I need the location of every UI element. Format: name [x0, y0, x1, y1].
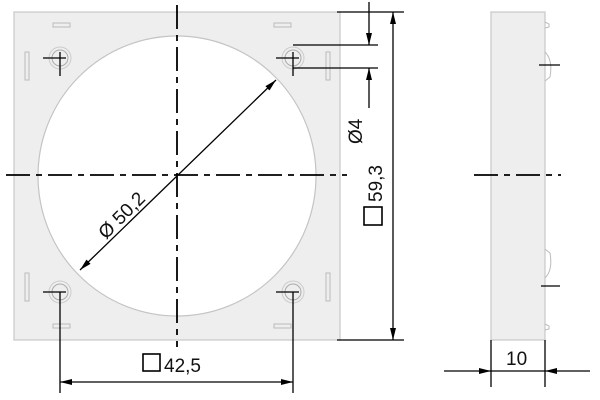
outer-size-label: 59,3: [366, 165, 387, 202]
plate-slots: [24, 22, 331, 329]
hole-spacing-dimension: 42,5: [59, 292, 294, 393]
hole-diameter-dimension: Ø4: [293, 2, 378, 144]
thickness-label: 10: [506, 349, 527, 370]
hole-top-right: [276, 46, 305, 76]
hole-spacing-label: 42,5: [164, 356, 201, 377]
side-view: 10: [444, 11, 590, 387]
side-clips: [544, 21, 552, 331]
hole-diameter-label: Ø4: [346, 118, 367, 144]
square-symbol-icon: [142, 353, 161, 372]
square-symbol-icon: [363, 206, 383, 226]
hole-top-left: [43, 46, 72, 76]
outer-size-dimension: 59,3: [337, 11, 404, 341]
side-profile: [490, 11, 546, 341]
